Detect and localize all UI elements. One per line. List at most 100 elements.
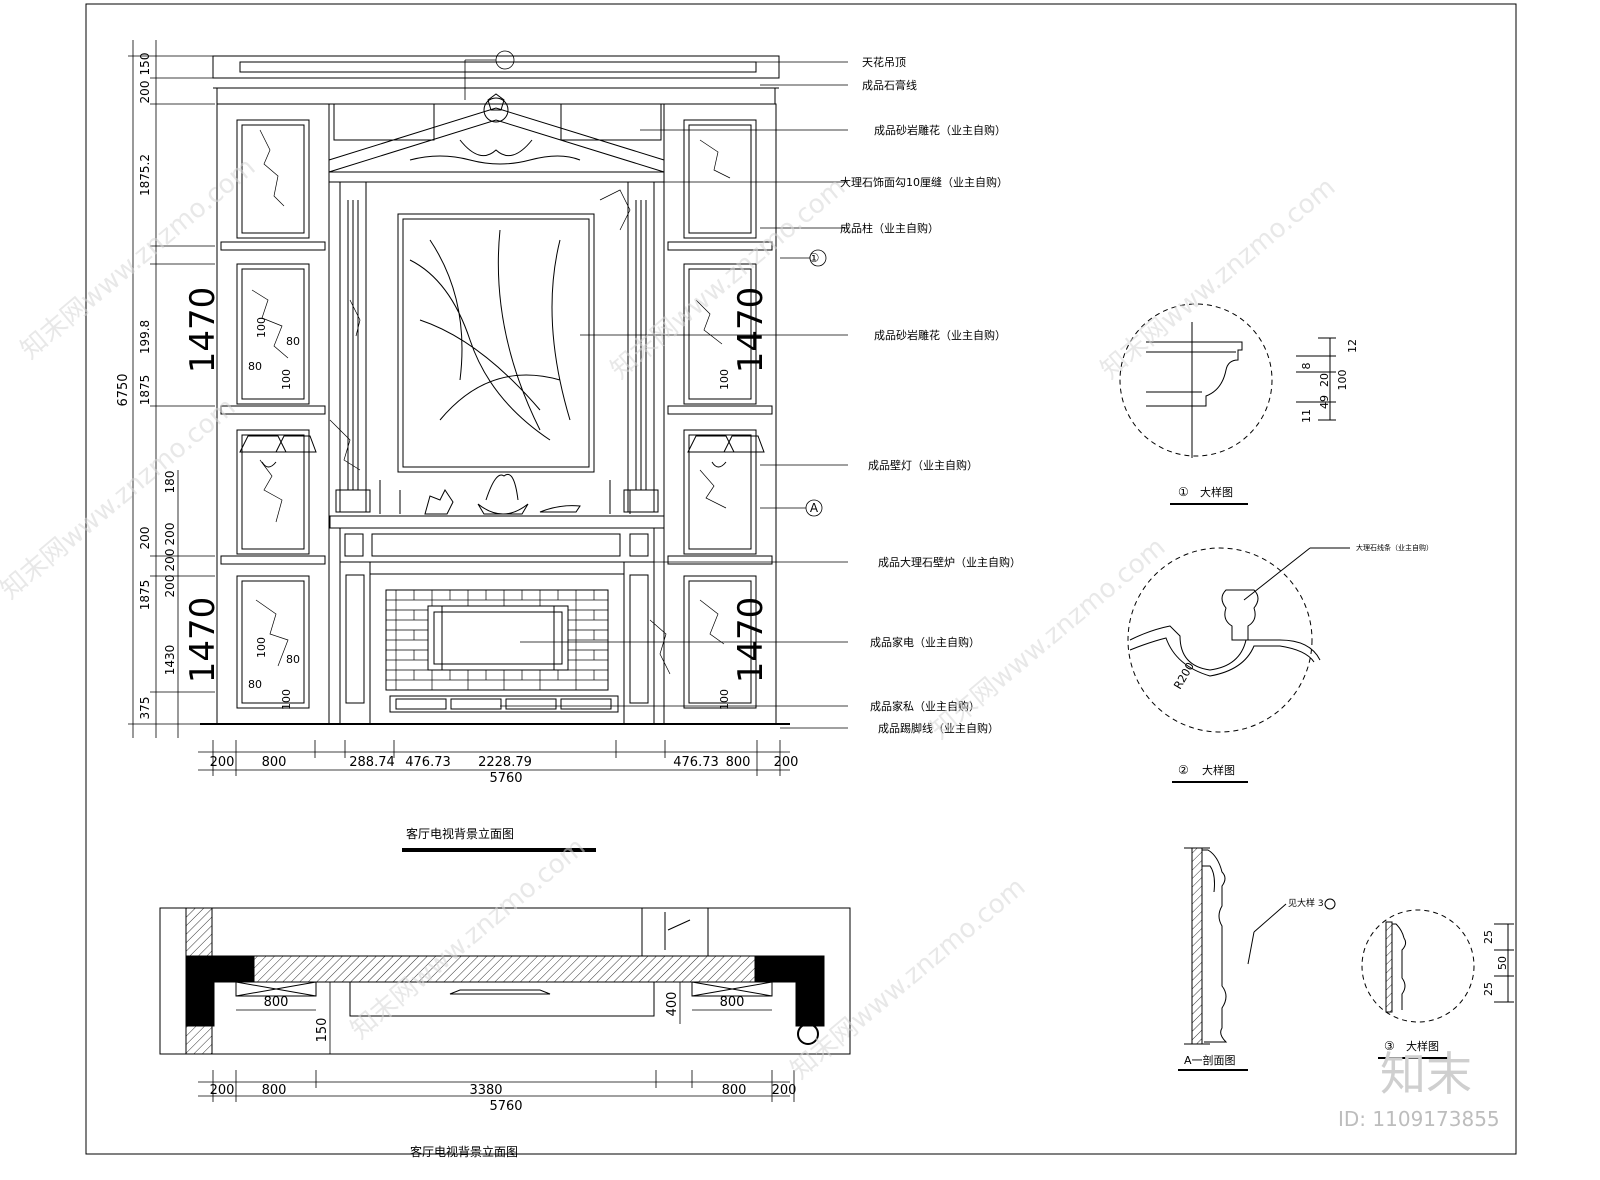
panel-dimensions: 100 80 80 100 100 80 80 100 100 100 xyxy=(248,317,731,710)
callout-leaders xyxy=(464,50,848,729)
detail1-dim-20: 20 xyxy=(1318,373,1331,387)
detail3-num: ③ xyxy=(1384,1039,1395,1053)
panel-dim-h: 100 xyxy=(280,689,293,710)
detail3-dim-50: 50 xyxy=(1496,956,1509,970)
callout-marble-finish: 大理石饰面勾10厘缝（业主自购） xyxy=(840,175,1008,189)
dim-v-1875a: 1875 xyxy=(138,375,152,406)
detail-3-texts: 25 50 25 ③ 大样图 xyxy=(1384,930,1509,1053)
dim-v-1875-2: 1875.2 xyxy=(138,154,152,196)
big-dim-left-lower: 1470 xyxy=(183,597,223,684)
callout-skirting: 成品踢脚线（业主自购） xyxy=(878,721,999,735)
section-a xyxy=(1184,847,1336,1045)
vertical-dimension-lines xyxy=(128,40,215,738)
dim-v-1430: 1430 xyxy=(163,645,177,676)
detail2-label: 大样图 xyxy=(1202,763,1235,777)
detail1-dim-12: 12 xyxy=(1346,339,1359,353)
panel-dim-b: 80 xyxy=(286,335,300,348)
dim-h-800a: 800 xyxy=(262,755,287,770)
plan-dim-h-800a: 800 xyxy=(262,1083,287,1098)
dim-h-476a: 476.73 xyxy=(405,755,451,770)
watermark-text: 知末网www.znzmo.com xyxy=(605,172,851,385)
watermark-logo: 知末 xyxy=(1380,1047,1472,1101)
section-mark-1: ① xyxy=(809,251,820,265)
panel-dim-e: 100 xyxy=(255,637,268,658)
panel-dim-f: 80 xyxy=(286,653,300,666)
marble-veins xyxy=(251,129,731,675)
callout-wall-lamp: 成品壁灯（业主自购） xyxy=(868,458,978,472)
plan-dim-400: 400 xyxy=(665,992,680,1017)
plan-dim-800a: 800 xyxy=(264,995,289,1010)
callout-sandstone-carving-center: 成品砂岩雕花（业主自购） xyxy=(874,328,1006,342)
detail1-dim-49: 49 xyxy=(1318,395,1331,409)
panel-dim-c: 80 xyxy=(248,360,262,373)
plan-dim-h-3380: 3380 xyxy=(469,1083,502,1098)
dim-h-800b: 800 xyxy=(726,755,751,770)
section-a-texts: 见大样 3 A一剖面图 xyxy=(1184,897,1324,1067)
detail1-dim-100: 100 xyxy=(1336,370,1349,391)
detail-1 xyxy=(1119,303,1336,458)
horizontal-dimension-lines xyxy=(198,740,790,776)
panel-dim-j: 100 xyxy=(718,689,731,710)
callout-ceiling: 天花吊顶 xyxy=(862,56,906,69)
callout-gypsum-line: 成品石膏线 xyxy=(862,78,917,92)
callout-appliance: 成品家电（业主自购） xyxy=(870,635,980,649)
dim-v-200b: 200 xyxy=(138,527,152,550)
section-a-callout: 见大样 3 xyxy=(1288,897,1324,909)
big-dim-right-lower: 1470 xyxy=(731,597,771,684)
sheet-border xyxy=(85,3,1517,1155)
vertical-dimension-texts: 150 200 1875.2 199.8 1875 200 1875 375 6… xyxy=(116,53,771,720)
detail1-dim-8: 8 xyxy=(1300,363,1313,370)
detail3-dim-25a: 25 xyxy=(1482,930,1495,944)
detail2-radius: R200 xyxy=(1171,660,1197,691)
dim-v-inner-200b: 200 xyxy=(163,549,177,572)
dim-v-inner-200a: 200 xyxy=(163,523,177,546)
detail-2-texts: R200 大理石线条（业主自购） ② 大样图 xyxy=(1171,543,1433,777)
dim-h-total: 5760 xyxy=(489,771,522,786)
callout-column: 成品柱（业主自购） xyxy=(840,221,939,235)
dim-v-inner-200c: 200 xyxy=(163,575,177,598)
plan-dimension-lines xyxy=(198,982,795,1102)
detail-1-texts: 12 8 20 100 49 11 ① 大样图 xyxy=(1178,339,1359,499)
detail-2 xyxy=(1127,547,1350,733)
dim-h-200a: 200 xyxy=(210,755,235,770)
callout-marble-fireplace: 成品大理石壁炉（业主自购） xyxy=(878,555,1021,569)
watermark-text: 知末网www.znzmo.com xyxy=(0,392,241,605)
section-a-label: A一剖面图 xyxy=(1184,1053,1236,1067)
big-dim-right-upper: 1470 xyxy=(731,287,771,374)
dim-h-2228: 2228.79 xyxy=(478,755,532,770)
plan-title: 客厅电视背景立面图 xyxy=(410,1144,518,1159)
dim-h-476b: 476.73 xyxy=(673,755,719,770)
callout-sandstone-carving-top: 成品砂岩雕花（业主自购） xyxy=(874,123,1006,137)
plan-dim-h-total: 5760 xyxy=(489,1099,522,1114)
plan-dimension-texts: 800 150 400 800 200 800 3380 800 200 576… xyxy=(210,992,797,1114)
watermark-id: ID: 1109173855 xyxy=(1338,1107,1500,1131)
panel-dim-g: 80 xyxy=(248,678,262,691)
detail3-label: 大样图 xyxy=(1406,1039,1439,1053)
dim-v-375: 375 xyxy=(138,697,152,720)
detail-3 xyxy=(1361,909,1514,1023)
detail1-num: ① xyxy=(1178,485,1189,499)
plan-dim-800b: 800 xyxy=(720,995,745,1010)
dim-v-total: 6750 xyxy=(116,373,131,406)
plan-dim-h-200a: 200 xyxy=(210,1083,235,1098)
callout-furniture: 成品家私（业主自购） xyxy=(870,699,980,713)
tv-wall-elevation xyxy=(200,55,790,725)
detail1-dim-11: 11 xyxy=(1300,409,1313,423)
panel-dim-d: 100 xyxy=(280,369,293,390)
section-mark-a: A xyxy=(810,501,819,515)
detail2-callout: 大理石线条（业主自购） xyxy=(1356,543,1433,552)
dim-h-288: 288.74 xyxy=(349,755,395,770)
detail2-num: ② xyxy=(1178,763,1189,777)
panel-dim-a: 100 xyxy=(255,317,268,338)
panel-dim-i: 100 xyxy=(718,369,731,390)
dim-v-1875b: 1875 xyxy=(138,580,152,611)
dim-h-200b: 200 xyxy=(774,755,799,770)
plan-dim-h-800b: 800 xyxy=(722,1083,747,1098)
watermark-text: 知末网www.znzmo.com xyxy=(345,832,591,1045)
detail1-label: 大样图 xyxy=(1200,485,1233,499)
dim-v-200a: 200 xyxy=(138,81,152,104)
dim-v-180: 180 xyxy=(163,471,177,494)
plan-dim-150: 150 xyxy=(315,1018,330,1043)
plan-view xyxy=(159,907,851,1055)
